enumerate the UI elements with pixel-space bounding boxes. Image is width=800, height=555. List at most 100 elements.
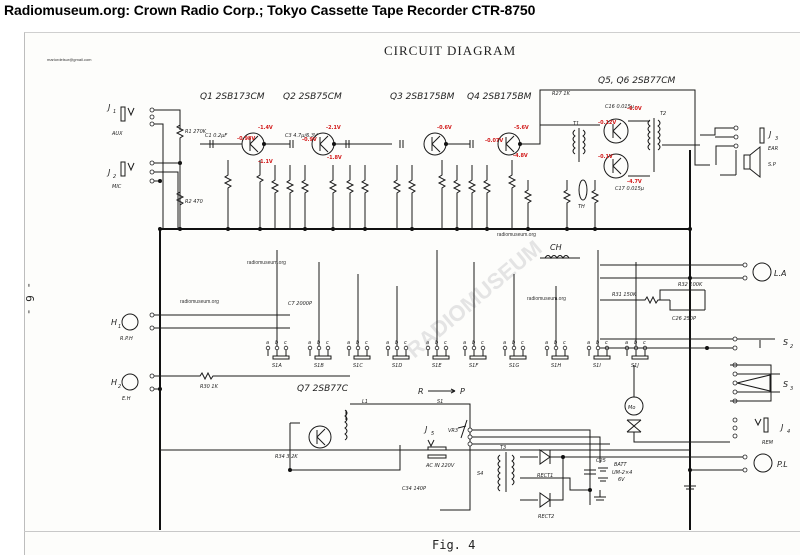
transistor-q7 bbox=[308, 425, 332, 449]
watermark-small-2: radiomuseum.org bbox=[180, 299, 219, 305]
c16-label: C16 0.015μ bbox=[605, 104, 634, 110]
c17-label: C17 0.015μ bbox=[615, 186, 644, 192]
capacitor-c3 bbox=[289, 140, 294, 148]
svg-text:c: c bbox=[521, 340, 524, 346]
svg-text:c: c bbox=[563, 340, 566, 346]
svg-text:a: a bbox=[587, 340, 590, 346]
r32-label: R32 100K bbox=[678, 282, 703, 288]
s1-direction-arrow bbox=[428, 388, 456, 394]
motor-label: Mo bbox=[628, 405, 635, 411]
pilot-lamp: P.L bbox=[560, 453, 788, 490]
switch-section-label: S1I bbox=[593, 363, 601, 369]
svg-text:J: J bbox=[106, 168, 111, 177]
transistor-q6 bbox=[603, 153, 629, 179]
page-header-title: Radiomuseum.org: Crown Radio Corp.; Toky… bbox=[4, 2, 536, 18]
svg-text:J: J bbox=[106, 103, 111, 112]
label-q3: Q3 2SB175BM bbox=[390, 92, 455, 102]
voltage-label: -1.1V bbox=[258, 159, 273, 165]
ac-input-label: AC IN 220V bbox=[425, 463, 455, 469]
thermistor-label: TH bbox=[578, 204, 585, 210]
speaker-label: S.P bbox=[768, 162, 776, 168]
svg-text:C25: C25 bbox=[596, 458, 606, 464]
voltage-label: -6.0V bbox=[627, 106, 642, 112]
voltage-label: -1.4V bbox=[258, 125, 273, 131]
svg-text:a: a bbox=[463, 340, 466, 346]
voltage-label: -4.8V bbox=[513, 153, 528, 159]
svg-text:c: c bbox=[404, 340, 407, 346]
jack-j4-label: REM bbox=[762, 440, 774, 446]
watermark-small-1: radiomuseum.org bbox=[247, 260, 286, 266]
junction-dots bbox=[158, 142, 692, 231]
capacitor-c6 bbox=[399, 140, 404, 148]
push-pull-wiring bbox=[628, 120, 700, 177]
switch-section-label: S1B bbox=[314, 363, 324, 369]
rect1-label: RECT1 bbox=[537, 473, 553, 479]
svg-text:a: a bbox=[625, 340, 628, 346]
c7-label: C7 2000P bbox=[288, 301, 312, 307]
r30-label: R30 1K bbox=[200, 384, 219, 390]
thermistor-th: TH bbox=[578, 179, 588, 210]
label-q2: Q2 2SB75CM bbox=[283, 92, 342, 102]
svg-text:S: S bbox=[783, 380, 788, 389]
svg-text:c: c bbox=[444, 340, 447, 346]
svg-text:5: 5 bbox=[431, 431, 434, 437]
svg-text:S4: S4 bbox=[477, 471, 483, 477]
label-q5-q6: Q5, Q6 2SB77CM bbox=[598, 76, 676, 86]
c26-label: C26 250P bbox=[672, 316, 696, 322]
svg-text:a: a bbox=[545, 340, 548, 346]
capacitor-c1 bbox=[209, 140, 214, 148]
transformer-t1: T1 bbox=[572, 121, 586, 162]
voltage-annotations: -1.4V-0.98V-2.1V-0.9V-1.8V-1.1V-5.6V-0.1… bbox=[237, 106, 642, 185]
voltage-label: -1.8V bbox=[327, 155, 342, 161]
label-q4: Q4 2SB175BM bbox=[467, 92, 532, 102]
rect2-label: RECT2 bbox=[538, 514, 554, 520]
voltage-label: -2.1V bbox=[326, 125, 341, 131]
switch-section-label: S1G bbox=[509, 363, 519, 369]
r31-r32-network bbox=[600, 289, 706, 311]
jack-j1-label: AUX bbox=[111, 131, 123, 137]
level-lamp-label: L.A bbox=[774, 269, 786, 278]
voltage-label: -0.12V bbox=[598, 120, 616, 126]
svg-text:4: 4 bbox=[787, 429, 790, 435]
svg-text:c: c bbox=[481, 340, 484, 346]
oscillator-section: L1 VR3 C34 140P R34 3.2K bbox=[275, 399, 471, 511]
svg-text:VR3: VR3 bbox=[448, 428, 458, 434]
choke-label: CH bbox=[550, 243, 562, 252]
figure-caption: Fig. 4 bbox=[432, 538, 476, 552]
svg-text:L1: L1 bbox=[362, 399, 368, 405]
svg-text:J: J bbox=[767, 130, 772, 139]
transistor-q4 bbox=[497, 132, 521, 156]
switch-section-label: S1F bbox=[469, 363, 478, 369]
bias-resistors bbox=[223, 160, 600, 229]
r27-label: R27 1K bbox=[552, 91, 571, 97]
jack-j3-label: EAR bbox=[768, 146, 778, 152]
voltage-label: -4.7V bbox=[627, 179, 642, 185]
battery-spec: UM-2×4 bbox=[612, 470, 632, 476]
svg-text:S: S bbox=[783, 338, 788, 347]
pilot-lamp-label: P.L bbox=[777, 460, 788, 469]
level-lamp: L.A bbox=[600, 262, 786, 282]
r31-label: R31 150K bbox=[612, 292, 637, 298]
svg-text:T2: T2 bbox=[660, 111, 666, 117]
s1-name: S1 bbox=[437, 399, 443, 405]
svg-text:C34 140P: C34 140P bbox=[402, 486, 426, 492]
voltage-label: -0.6V bbox=[437, 125, 452, 131]
svg-text:3: 3 bbox=[790, 386, 793, 392]
transformer-t2: T2 bbox=[647, 111, 666, 172]
svg-text:a: a bbox=[308, 340, 311, 346]
resistor-r1 bbox=[175, 110, 185, 229]
